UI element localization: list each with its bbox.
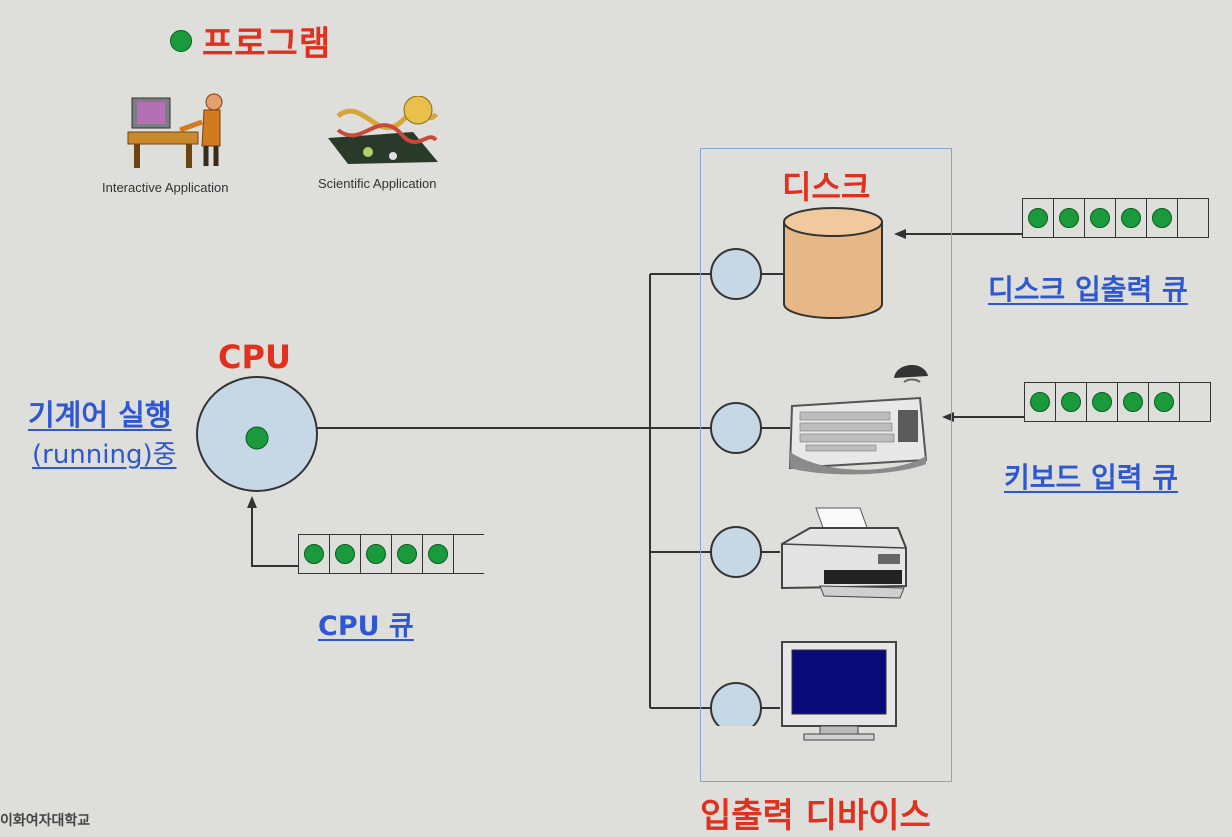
person-at-computer-icon xyxy=(127,93,223,168)
process-dot-icon xyxy=(1152,208,1172,228)
queue-slot xyxy=(1115,199,1146,237)
keyboard-icon xyxy=(788,364,928,475)
process-dot-icon xyxy=(1123,392,1143,412)
queue-tail xyxy=(1177,199,1209,237)
university-logo: 이화여자대학교 xyxy=(0,810,90,830)
printer-icon xyxy=(781,507,907,599)
queue-slot xyxy=(391,535,422,573)
process-dot-icon xyxy=(428,544,448,564)
queue-slot xyxy=(1055,383,1086,421)
io-devices-label: 입출력 디바이스 xyxy=(700,796,931,836)
disk-cylinder-icon xyxy=(783,207,883,319)
scientific-app-caption: Scientific Application xyxy=(318,176,437,191)
queue-slot xyxy=(1117,383,1148,421)
queue-slot xyxy=(1022,199,1053,237)
process-dot-icon xyxy=(1090,208,1110,228)
process-dot-icon xyxy=(1092,392,1112,412)
queue-slot xyxy=(1148,383,1179,421)
queue-slot xyxy=(329,535,360,573)
green-dot-icon xyxy=(170,29,192,52)
queue-slot xyxy=(1053,199,1084,237)
disk-label: 디스크 xyxy=(782,168,871,206)
cpu-state-line2: (running)중 xyxy=(32,440,177,470)
cpu-state-line1: 기계어 실행 xyxy=(28,398,172,432)
process-dot-icon xyxy=(1061,392,1081,412)
monitor-icon xyxy=(781,641,897,741)
io-devices-box xyxy=(700,148,952,782)
cpu-queue xyxy=(298,534,484,574)
process-dot-icon xyxy=(335,544,355,564)
university-name: 이화여자대학교 xyxy=(0,813,91,829)
keyboard-input-queue xyxy=(1024,382,1211,422)
cpu-label: CPU xyxy=(218,338,291,376)
interactive-app-caption: Interactive Application xyxy=(102,180,229,195)
process-dot-icon xyxy=(1154,392,1174,412)
cpu-queue-label: CPU 큐 xyxy=(318,611,414,642)
process-dot-icon xyxy=(1121,208,1141,228)
program-title: 프로그램 xyxy=(170,16,331,65)
disk-io-queue xyxy=(1022,198,1209,238)
cpu-node xyxy=(196,376,318,492)
process-dot-icon xyxy=(1059,208,1079,228)
dna-helix-icon xyxy=(328,96,439,164)
queue-slot xyxy=(1086,383,1117,421)
process-dot-icon xyxy=(397,544,417,564)
queue-slot xyxy=(1146,199,1177,237)
queue-slot xyxy=(422,535,453,573)
queue-slot xyxy=(360,535,391,573)
queue-open-end xyxy=(453,535,484,573)
device-nodes xyxy=(710,248,762,726)
disk-io-queue-label: 디스크 입출력 큐 xyxy=(988,273,1188,306)
queue-slot xyxy=(298,535,329,573)
keyboard-queue-label: 키보드 입력 큐 xyxy=(1004,461,1179,494)
program-title-text: 프로그램 xyxy=(202,24,332,64)
process-dot-icon xyxy=(366,544,386,564)
queue-tail xyxy=(1179,383,1211,421)
process-dot-icon xyxy=(1030,392,1050,412)
queue-slot xyxy=(1024,383,1055,421)
process-dot-icon xyxy=(1028,208,1048,228)
queue-slot xyxy=(1084,199,1115,237)
process-dot-icon xyxy=(304,544,324,564)
